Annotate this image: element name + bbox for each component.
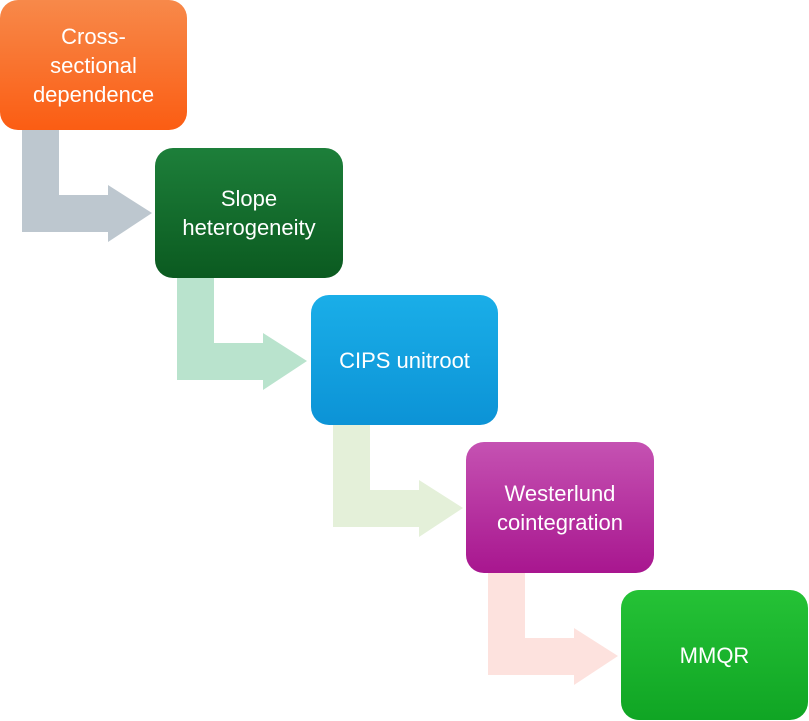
step-mmqr: MMQR xyxy=(621,590,808,720)
connector-arrow-3 xyxy=(333,425,463,537)
step-cross-sectional-dependence: Cross- sectional dependence xyxy=(0,0,187,130)
connector-arrow-4 xyxy=(488,573,618,685)
connector-arrow-2 xyxy=(177,278,307,390)
step-slope-heterogeneity: Slope heterogeneity xyxy=(155,148,343,278)
connector-arrow-1 xyxy=(22,130,152,242)
step-cips-unitroot: CIPS unitroot xyxy=(311,295,498,425)
step-westerlund-cointegration: Westerlund cointegration xyxy=(466,442,654,573)
